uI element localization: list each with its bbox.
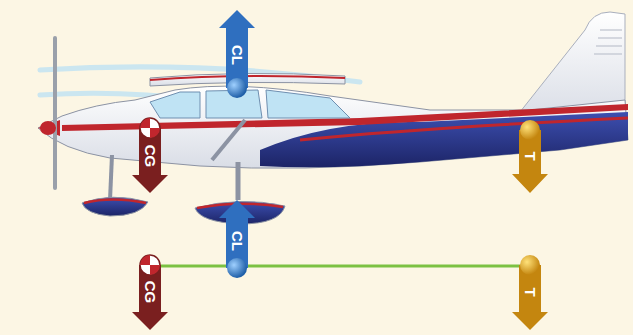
propeller-part [40,121,56,135]
force-label: T [523,287,538,296]
force-label: CG [143,145,158,168]
cg-symbol [140,255,160,275]
force-label: CL [230,231,245,251]
force-label: CG [143,281,158,304]
lift-arrow [219,200,255,268]
landing-gear-part [82,197,148,216]
landing-gear-part [110,155,112,200]
landing-gear-part [84,200,146,204]
landing-gear [82,155,285,224]
tail-fin-part-part [600,29,622,31]
propeller-part [53,38,57,188]
force-label: CL [230,45,245,65]
cabin-windows-part [266,90,350,118]
lift-point [227,258,247,278]
tail-fin-part-part [594,53,622,55]
lift-arrow [219,10,255,88]
force-arrows [132,10,548,193]
propeller [40,38,56,188]
wing-part [212,120,245,160]
lever-beam [150,265,530,268]
fuselage-part [300,118,628,140]
cabin-windows-part [150,92,200,118]
tail-load-point [520,120,540,140]
cg-symbol [140,118,160,138]
tail-fin-part-part [596,45,622,47]
cabin-windows [150,90,350,118]
lift-point [227,78,247,98]
lever-diagram [132,200,548,330]
tail-fin-part [594,30,622,54]
landing-gear-part [236,162,241,200]
tail-load-point [520,255,540,275]
force-label: T [523,151,538,160]
tail-fin-part-part [598,37,622,39]
